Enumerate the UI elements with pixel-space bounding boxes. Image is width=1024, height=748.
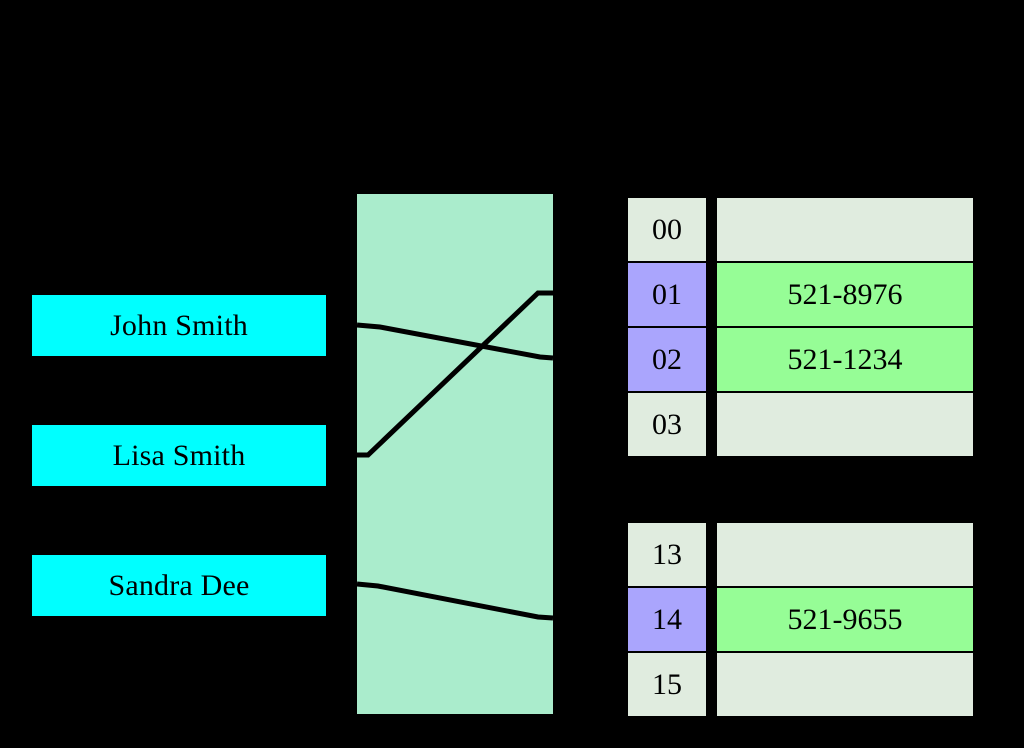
key-box-lisa-smith[interactable]: Lisa Smith bbox=[32, 425, 326, 486]
key-label: John Smith bbox=[110, 308, 248, 342]
bucket-value: 521-8976 bbox=[716, 262, 974, 327]
bucket-index: 03 bbox=[627, 392, 707, 457]
bucket-index: 14 bbox=[627, 587, 707, 652]
bucket-index: 13 bbox=[627, 522, 707, 587]
bucket-value bbox=[716, 392, 974, 457]
bucket-index: 02 bbox=[627, 327, 707, 392]
bucket-row[interactable]: 01 521-8976 bbox=[627, 262, 974, 327]
bucket-index: 00 bbox=[627, 197, 707, 262]
bucket-row[interactable]: 13 bbox=[627, 522, 974, 587]
bucket-value: 521-9655 bbox=[716, 587, 974, 652]
bucket-value: 521-1234 bbox=[716, 327, 974, 392]
key-label: Sandra Dee bbox=[108, 568, 250, 602]
bucket-row[interactable]: 14 521-9655 bbox=[627, 587, 974, 652]
bucket-table-upper: 00 01 521-8976 02 521-1234 03 bbox=[627, 197, 974, 457]
key-box-john-smith[interactable]: John Smith bbox=[32, 295, 326, 356]
bucket-value bbox=[716, 652, 974, 717]
key-label: Lisa Smith bbox=[112, 438, 246, 472]
bucket-row[interactable]: 00 bbox=[627, 197, 974, 262]
bucket-value bbox=[716, 197, 974, 262]
bucket-table-lower: 13 14 521-9655 15 bbox=[627, 522, 974, 717]
bucket-value bbox=[716, 522, 974, 587]
hash-function-block bbox=[357, 194, 553, 714]
bucket-row[interactable]: 15 bbox=[627, 652, 974, 717]
bucket-index: 15 bbox=[627, 652, 707, 717]
bucket-row[interactable]: 03 bbox=[627, 392, 974, 457]
key-box-sandra-dee[interactable]: Sandra Dee bbox=[32, 555, 326, 616]
bucket-row[interactable]: 02 521-1234 bbox=[627, 327, 974, 392]
bucket-index: 01 bbox=[627, 262, 707, 327]
